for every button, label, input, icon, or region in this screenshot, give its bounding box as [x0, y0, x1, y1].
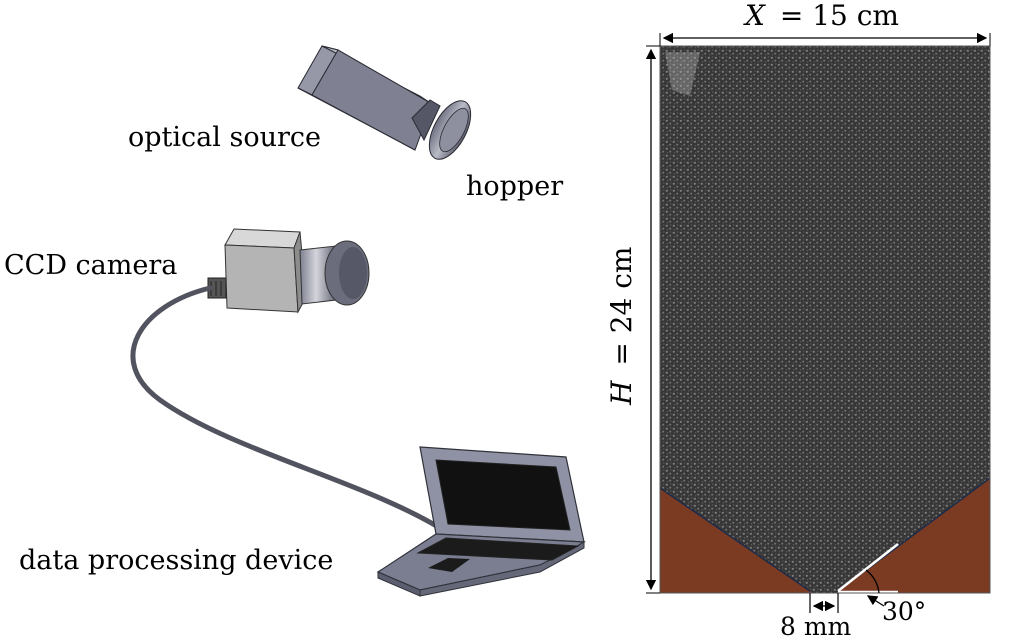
optical-source-label: optical source — [128, 122, 321, 153]
ccd-camera-icon — [207, 228, 370, 314]
ccd-camera-label: CCD camera — [4, 250, 177, 281]
angle-marker — [865, 569, 885, 607]
hopper-label: hopper — [466, 171, 563, 202]
angle-label: 30° — [882, 597, 926, 626]
data-processing-device-label: data processing device — [19, 545, 333, 576]
outlet-label: 8 mm — [780, 612, 852, 641]
height-dimension — [645, 45, 660, 594]
hopper-photo — [659, 45, 991, 594]
width-dimension — [659, 32, 991, 46]
height-label: H = 24 cm — [605, 247, 638, 406]
camera-cable — [130, 285, 443, 531]
outlet-dimension — [809, 593, 839, 613]
laptop-icon — [376, 446, 586, 597]
optical-source-lamp-icon — [297, 45, 472, 160]
width-label: X = 15 cm — [743, 0, 899, 32]
